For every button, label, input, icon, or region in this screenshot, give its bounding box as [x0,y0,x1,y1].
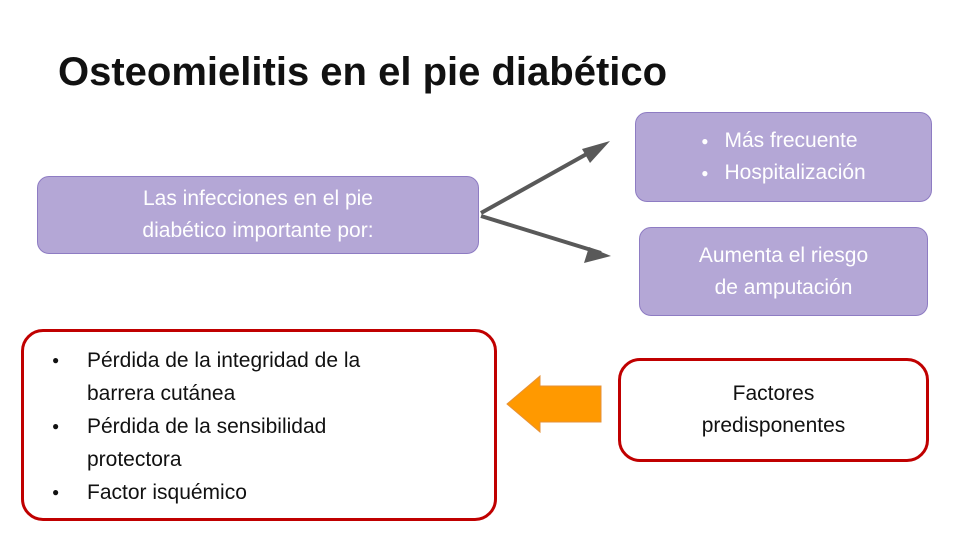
factor-item-line2: protectora [87,448,182,471]
factor-item-line1: Pérdida de la sensibilidad [87,415,327,438]
list-item: ● Más frecuente [701,125,866,157]
orange-left-arrow [506,374,602,434]
predisposing-factors-box: Factores predisponentes [618,358,929,462]
arrow-head-risk [584,247,611,263]
frequency-item-label: Más frecuente [724,129,858,152]
factor-list: ● Pérdida de la integridad de la barrera… [24,332,360,509]
main-statement-line2: diabético importante por: [142,219,374,242]
bullet-icon: ● [52,419,60,433]
list-item: ● Pérdida de la integridad de la barrera… [52,344,360,410]
risk-line2: de amputación [714,275,853,299]
factor-item-line1: Factor isquémico [87,481,247,504]
factor-item-line2: barrera cutánea [87,382,236,405]
list-item: ● Pérdida de la sensibilidad protectora [52,410,360,476]
amputation-risk-box: Aumenta el riesgo de amputación [639,227,928,316]
main-statement-box: Las infecciones en el pie diabético impo… [37,176,479,254]
arrow-to-risk [480,214,602,255]
frequency-list: ● Más frecuente ● Hospitalización [701,125,866,189]
bullet-icon: ● [52,485,60,499]
bullet-icon: ● [701,166,709,180]
hospitalization-item-label: Hospitalización [724,161,866,184]
frequency-box: ● Más frecuente ● Hospitalización [635,112,932,202]
main-statement-line1: Las infecciones en el pie [142,187,373,210]
bullet-icon: ● [701,134,709,148]
arrow-head-frequency [582,141,610,163]
arrow-to-frequency [480,144,602,215]
slide-title: Osteomielitis en el pie diabético [58,50,668,94]
list-item: ● Factor isquémico [52,476,360,509]
factors-line2: predisponentes [701,414,846,437]
list-item: ● Hospitalización [701,157,866,189]
risk-line1: Aumenta el riesgo [698,243,869,267]
factors-line1: Factores [732,382,815,405]
bullet-icon: ● [52,353,60,367]
factor-list-box: ● Pérdida de la integridad de la barrera… [21,329,497,521]
factor-item-line1: Pérdida de la integridad de la [87,349,361,372]
